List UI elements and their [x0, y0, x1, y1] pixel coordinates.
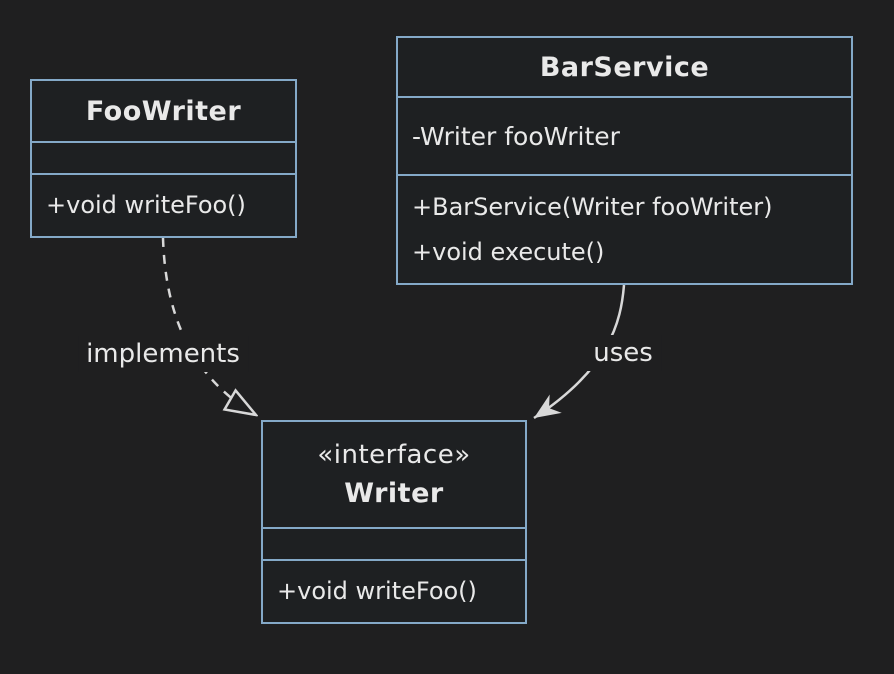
realization-edge-implements: [161, 237, 256, 415]
relation-label-implements: implements: [78, 336, 248, 372]
class-title-foowriter: FooWriter: [85, 95, 242, 127]
method-label: +void execute(): [412, 237, 605, 266]
method-label: +void writeFoo(): [277, 577, 477, 605]
method-label: +void writeFoo(): [46, 191, 246, 219]
method-label: +BarService(Writer fooWriter): [412, 192, 773, 221]
class-attributes-barservice: -Writer fooWriter: [398, 96, 851, 174]
stereotype-label: «interface»: [317, 440, 471, 470]
class-attributes-foowriter: [32, 141, 295, 173]
class-box-foowriter: FooWriter +void writeFoo(): [30, 79, 297, 238]
class-attributes-writer: [263, 527, 525, 559]
class-box-writer-interface: «interface» Writer +void writeFoo(): [261, 420, 527, 624]
class-title-barservice: BarService: [539, 51, 710, 83]
class-title-writer: «interface» Writer: [263, 422, 525, 527]
class-methods-writer: +void writeFoo(): [263, 559, 525, 622]
attribute-label: -Writer fooWriter: [412, 121, 620, 151]
class-methods-barservice: +BarService(Writer fooWriter) +void exec…: [398, 174, 851, 283]
relation-label-uses: uses: [585, 335, 661, 371]
class-box-barservice: BarService -Writer fooWriter +BarService…: [396, 36, 853, 285]
interface-name: Writer: [344, 478, 444, 509]
class-methods-foowriter: +void writeFoo(): [32, 173, 295, 236]
